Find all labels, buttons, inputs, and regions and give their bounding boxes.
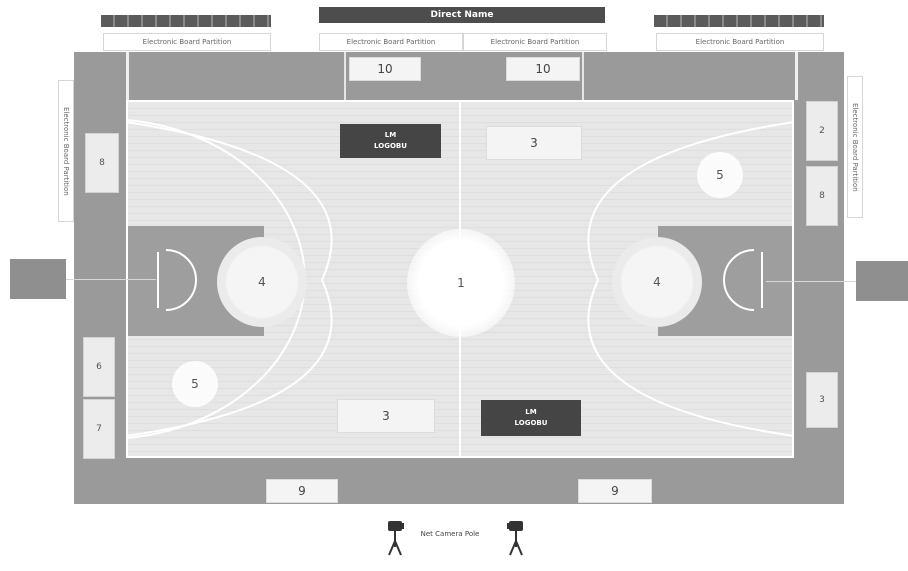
left-zone-8: 8 [85, 133, 119, 193]
camera-right-icon [505, 517, 525, 564]
top-zone-divider-center-left [344, 52, 346, 100]
right-key-zone-4-label: 4 [653, 275, 661, 289]
right-end-board [856, 261, 908, 301]
top-zone-5-label: 5 [716, 168, 724, 182]
lcd-bottom-line1: LM [525, 408, 537, 416]
right-zone-3: 3 [806, 372, 838, 428]
lcd-top-line1: LM [384, 131, 397, 139]
top-zone-5: 5 [697, 152, 743, 198]
lcd-board-bottom: LM LOGOBU [481, 400, 581, 436]
bottom-right-zone-9: 9 [578, 479, 652, 503]
top-right-board [654, 15, 824, 27]
court-lines [126, 100, 794, 458]
top-left-zone-10: 10 [349, 57, 421, 81]
top-zone-divider-right [795, 52, 798, 100]
bottom-zone-3: 3 [337, 399, 435, 433]
label-top-center-left: Electronic Board Partition [319, 33, 463, 51]
bottom-zone-5: 5 [172, 361, 218, 407]
top-right-zone-10: 10 [506, 57, 580, 81]
label-top-left: Electronic Board Partition [103, 33, 271, 51]
label-top-right: Electronic Board Partition [656, 33, 824, 51]
top-left-board [101, 15, 271, 27]
left-key-zone-4-label: 4 [258, 275, 266, 289]
right-end-line [766, 281, 856, 282]
center-zone-1: 1 [407, 229, 515, 337]
label-right-vertical: Electronic Board Partition [847, 76, 863, 218]
center-zone-1-label: 1 [457, 276, 465, 290]
lcd-bottom-line2: LOGOBU [514, 419, 548, 427]
left-end-board [10, 259, 66, 299]
label-left-vertical: Electronic Board Partition [58, 80, 74, 222]
top-zone-3: 3 [486, 126, 582, 160]
left-end-line [66, 279, 156, 280]
right-zone-2: 2 [806, 101, 838, 161]
lcd-top-line2: LOGOBU [374, 142, 407, 150]
right-zone-8: 8 [806, 166, 838, 226]
center-banner: Direct Name [319, 7, 605, 23]
camera-left-icon [386, 517, 406, 564]
left-zone-6: 6 [83, 337, 115, 397]
lcd-board-top: LM LOGOBU [340, 124, 441, 158]
top-zone-divider-left [126, 52, 129, 100]
left-zone-7: 7 [83, 399, 115, 459]
left-key-zone-4: 4 [217, 237, 307, 327]
top-zone-divider-center-right [582, 52, 584, 100]
camera-label: Net Camera Pole [420, 530, 480, 538]
right-key-zone-4: 4 [612, 237, 702, 327]
bottom-left-zone-9: 9 [266, 479, 338, 503]
label-top-center-right: Electronic Board Partition [463, 33, 607, 51]
bottom-zone-5-label: 5 [191, 377, 199, 391]
